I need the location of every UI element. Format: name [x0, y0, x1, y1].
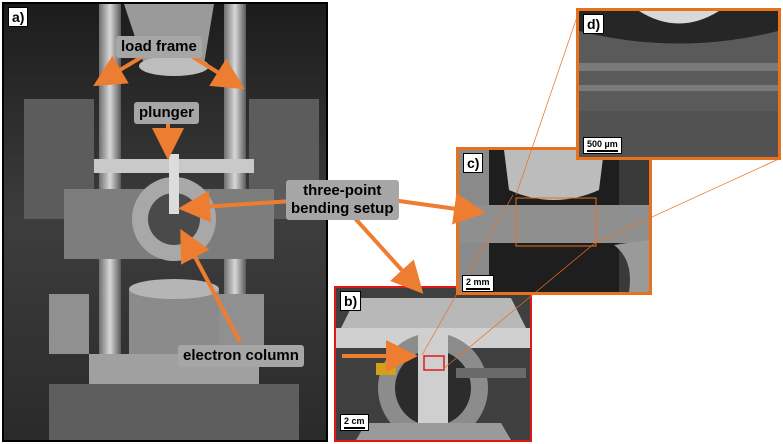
label-plunger: plunger — [134, 102, 199, 124]
panel-c-scale-bar: 2 mm — [462, 275, 494, 292]
panel-c-letter: c) — [463, 153, 484, 173]
panel-b: b) 2 cm — [334, 286, 532, 442]
label-three-point-line1: three-point — [303, 182, 382, 199]
label-three-point-line2: bending setup — [291, 200, 394, 217]
label-electron-column: electron column — [178, 345, 304, 367]
panel-b-letter: b) — [340, 291, 362, 311]
panel-b-scale-bar: 2 cm — [340, 414, 369, 431]
panel-a-photo — [4, 4, 326, 440]
panel-c: c) 2 mm — [456, 147, 652, 295]
panel-d-letter: d) — [583, 14, 605, 34]
panel-d: d) 500 µm — [576, 8, 781, 160]
panel-a-letter: a) — [8, 7, 29, 27]
panel-c-photo — [459, 150, 649, 292]
arrow-three-point-b — [350, 213, 424, 294]
panel-d-photo — [579, 11, 778, 157]
panel-a: a) — [2, 2, 328, 442]
panel-d-scale-bar: 500 µm — [583, 137, 622, 154]
label-load-frame: load frame — [116, 36, 202, 58]
label-three-point-bending: three-point bending setup — [286, 180, 399, 220]
